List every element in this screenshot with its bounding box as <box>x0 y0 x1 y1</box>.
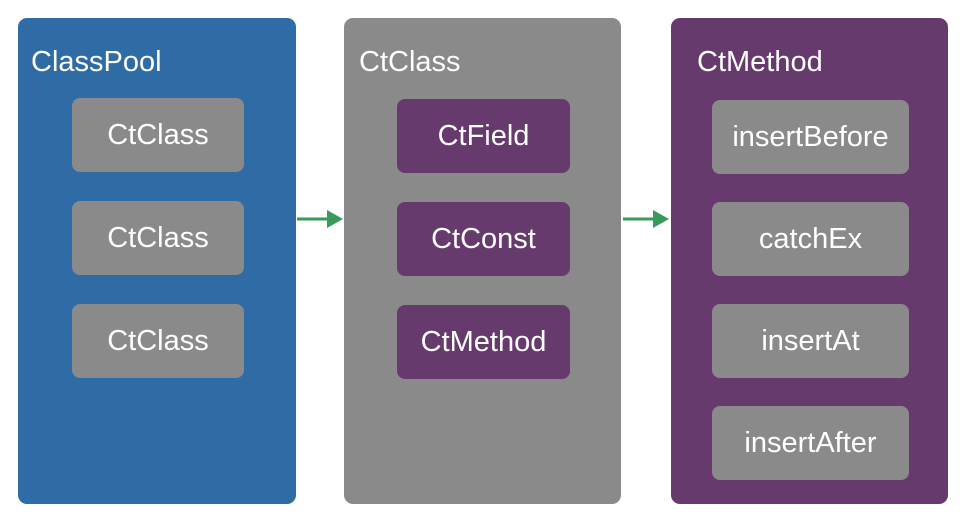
classpool-title: ClassPool <box>31 46 162 78</box>
classpool-item-ctclass-1: CtClass <box>72 98 244 172</box>
classpool-item-ctclass-3: CtClass <box>72 304 244 378</box>
ctmethod-panel: CtMethod insertBefore catchEx insertAt i… <box>671 18 948 504</box>
arrow-ctclass-to-ctmethod <box>623 210 669 228</box>
ctclass-item-ctconst: CtConst <box>397 202 570 276</box>
ctmethod-item-insertbefore: insertBefore <box>712 100 909 174</box>
ctclass-item-ctfield: CtField <box>397 99 570 173</box>
ctmethod-item-insertafter: insertAfter <box>712 406 909 480</box>
classpool-panel: ClassPool CtClass CtClass CtClass <box>18 18 296 504</box>
ctmethod-item-catchex: catchEx <box>712 202 909 276</box>
arrow-classpool-to-ctclass <box>297 210 343 228</box>
ctmethod-item-insertat: insertAt <box>712 304 909 378</box>
classpool-item-ctclass-2: CtClass <box>72 201 244 275</box>
ctclass-panel: CtClass CtField CtConst CtMethod <box>344 18 621 504</box>
ctclass-item-ctmethod: CtMethod <box>397 305 570 379</box>
ctmethod-title: CtMethod <box>697 46 823 78</box>
ctclass-title: CtClass <box>359 46 461 78</box>
